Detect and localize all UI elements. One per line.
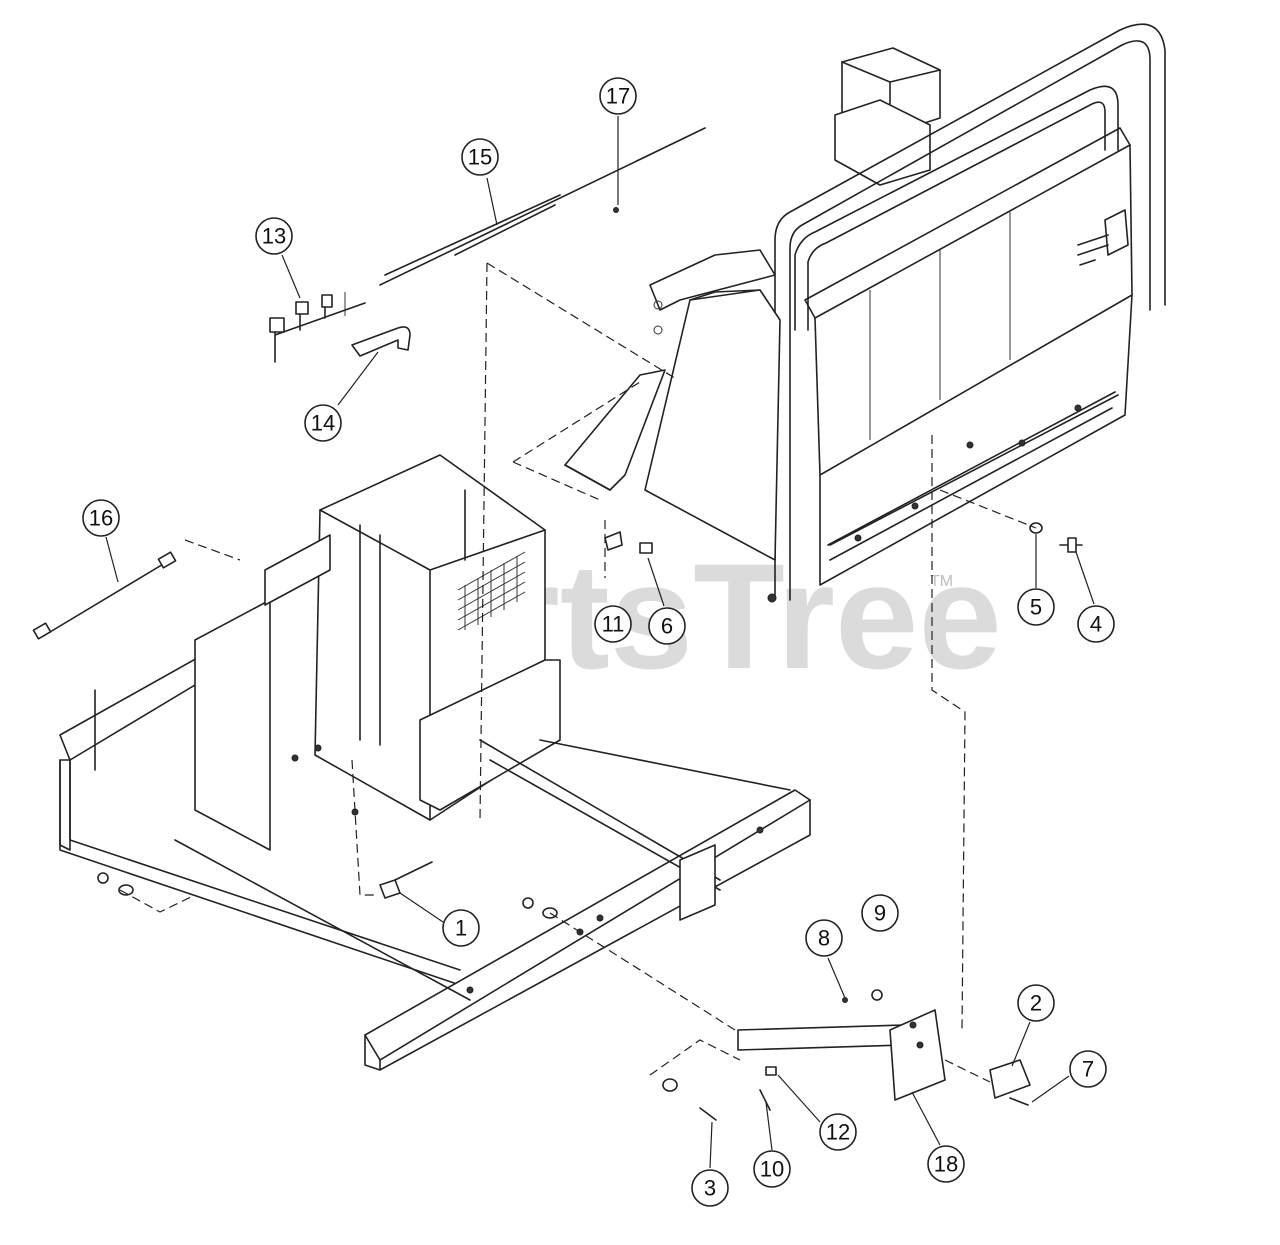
callout-6: 6 bbox=[647, 557, 686, 645]
callout-13: 13 bbox=[255, 217, 301, 299]
callout-5-label: 5 bbox=[1030, 595, 1042, 620]
watermark-trademark: TM bbox=[930, 573, 953, 590]
callout-14: 14 bbox=[304, 351, 379, 442]
callout-10: 10 bbox=[753, 1101, 791, 1188]
callout-4-label: 4 bbox=[1090, 612, 1102, 637]
callout-9-label: 9 bbox=[874, 901, 886, 926]
callout-16: 16 bbox=[82, 499, 120, 583]
callout-10-label: 10 bbox=[760, 1157, 784, 1182]
callout-14-label: 14 bbox=[311, 411, 335, 436]
assembly-lines bbox=[119, 262, 1037, 1083]
callout-12-label: 12 bbox=[826, 1120, 850, 1145]
part-15-rod bbox=[379, 127, 706, 286]
callout-4: 4 bbox=[1075, 551, 1115, 643]
callout-1: 1 bbox=[399, 892, 480, 947]
callout-1-label: 1 bbox=[455, 916, 467, 941]
callout-3: 3 bbox=[691, 1121, 729, 1207]
callout-11-label: 11 bbox=[602, 612, 625, 637]
callout-18: 18 bbox=[911, 1091, 965, 1183]
hardware bbox=[97, 522, 1083, 1001]
callout-18-label: 18 bbox=[934, 1152, 958, 1177]
part-13-wiring bbox=[269, 292, 366, 363]
callout-12: 12 bbox=[777, 1074, 857, 1151]
callout-17: 17 bbox=[599, 77, 637, 205]
callout-2: 2 bbox=[1011, 984, 1055, 1067]
callout-7-label: 7 bbox=[1082, 1057, 1094, 1082]
callout-7: 7 bbox=[1031, 1050, 1107, 1103]
lower-bracket-assembly bbox=[662, 997, 1031, 1121]
callout-8-label: 8 bbox=[818, 926, 830, 951]
callout-3-label: 3 bbox=[704, 1176, 716, 1201]
callout-11: 11 bbox=[594, 605, 632, 643]
callout-6-label: 6 bbox=[661, 614, 673, 639]
part-16-cable bbox=[32, 551, 177, 640]
callout-13-label: 13 bbox=[262, 224, 286, 249]
callout-15: 15 bbox=[461, 138, 499, 226]
callout-9: 9 bbox=[861, 894, 899, 932]
callout-15-label: 15 bbox=[468, 145, 492, 170]
engine-shroud bbox=[314, 454, 561, 821]
callout-8: 8 bbox=[805, 919, 846, 999]
callout-5: 5 bbox=[1017, 534, 1055, 626]
bagger-hopper-assembly bbox=[564, 23, 1166, 603]
part-14-hose bbox=[351, 326, 411, 357]
grille bbox=[457, 551, 526, 631]
callout-2-label: 2 bbox=[1030, 991, 1042, 1016]
callout-16-label: 16 bbox=[89, 506, 113, 531]
main-frame bbox=[59, 534, 811, 1071]
callout-17-label: 17 bbox=[606, 84, 630, 109]
